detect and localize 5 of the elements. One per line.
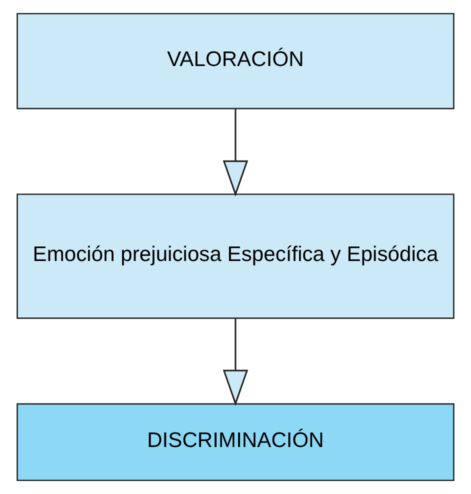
node-box: DISCRIMINACIÓN xyxy=(16,403,454,482)
node-box: Emoción prejuiciosa Específica y Episódica xyxy=(16,194,454,319)
arrow xyxy=(222,318,248,406)
node-box: VALORACIÓN xyxy=(16,12,454,110)
arrow xyxy=(222,109,248,197)
